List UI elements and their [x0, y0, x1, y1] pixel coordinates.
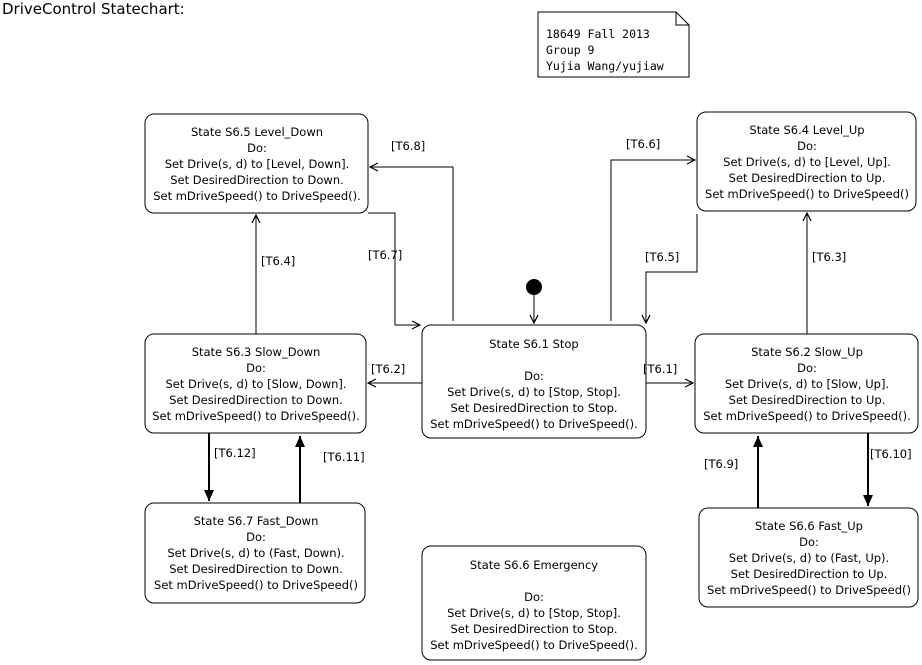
state-s66f-line-4: Set mDriveSpeed() to DriveSpeed() — [707, 583, 911, 597]
state-s66f-line-1: Do: — [799, 535, 819, 549]
state-s61-line-2: Do: — [524, 369, 544, 383]
state-s62-line-0: State S6.2 Slow_Up — [751, 345, 863, 359]
state-s67-line-0: State S6.7 Fast_Down — [194, 514, 319, 528]
state-s66f-line-0: State S6.6 Fast_Up — [755, 519, 863, 533]
state-s63-line-3: Set DesiredDirection to Down. — [169, 393, 343, 407]
state-box-fast-down — [144, 502, 366, 604]
transition-t610-label: [T6.10] — [870, 447, 912, 461]
diagram-title: DriveControl Statechart: — [2, 0, 185, 18]
state-s62-line-4: Set mDriveSpeed() to DriveSpeed(). — [703, 409, 911, 423]
note-line: Yujia Wang/yujiaw — [546, 59, 664, 73]
state-s63-line-4: Set mDriveSpeed() to DriveSpeed(). — [152, 409, 360, 423]
state-s65-line-3: Set DesiredDirection to Down. — [170, 173, 344, 187]
state-s61-line-4: Set DesiredDirection to Stop. — [450, 401, 617, 415]
state-s66f-line-2: Set Drive(s, d) to (Fast, Up). — [729, 551, 889, 565]
state-s62-line-1: Do: — [797, 361, 817, 375]
transition-t62-label: [T6.2] — [371, 362, 405, 376]
state-s63-line-1: Do: — [246, 361, 266, 375]
transition-t65-arrow — [646, 214, 698, 323]
transition-t61-label: [T6.1] — [643, 362, 677, 376]
state-s66e-line-3: Set Drive(s, d) to [Stop, Stop]. — [447, 606, 621, 620]
state-s62-line-2: Set Drive(s, d) to [Slow, Up]. — [725, 377, 889, 391]
transition-t611-label: [T6.11] — [323, 450, 365, 464]
state-s65-line-1: Do: — [247, 141, 267, 155]
state-s61-line-3: Set Drive(s, d) to [Stop, Stop]. — [447, 385, 621, 399]
transition-t69-label: [T6.9] — [704, 457, 738, 471]
state-s66f-line-3: Set DesiredDirection to Up. — [731, 567, 888, 581]
state-s65-line-4: Set mDriveSpeed() to DriveSpeed(). — [153, 189, 361, 203]
note-line: 18649 Fall 2013 — [546, 27, 650, 41]
state-s65-line-0: State S6.5 Level_Down — [191, 125, 323, 139]
transition-t612-label: [T6.12] — [214, 446, 256, 460]
initial-state-dot — [526, 279, 542, 295]
transition-t66-arrow — [610, 160, 695, 321]
note-shape — [537, 11, 690, 78]
transition-t63-label: [T6.3] — [812, 250, 846, 264]
state-s62-line-3: Set DesiredDirection to Up. — [729, 393, 886, 407]
state-box-level-down — [144, 113, 369, 214]
transition-t66-label: [T6.6] — [626, 137, 660, 151]
state-s66e-line-5: Set mDriveSpeed() to DriveSpeed(). — [430, 638, 638, 652]
transition-t65-label: [T6.5] — [645, 250, 679, 264]
state-s61-line-5: Set mDriveSpeed() to DriveSpeed(). — [430, 417, 638, 431]
transition-t68-arrow — [370, 167, 454, 321]
state-s65-line-2: Set Drive(s, d) to [Level, Down]. — [165, 157, 350, 171]
transition-t64-label: [T6.4] — [261, 254, 295, 268]
state-s61-line-0: State S6.1 Stop — [489, 337, 578, 351]
state-box-level-up — [696, 111, 917, 212]
state-s64-line-0: State S6.4 Level_Up — [749, 123, 864, 137]
state-s67-line-2: Set Drive(s, d) to (Fast, Down). — [167, 546, 344, 560]
transition-t67-label: [T6.7] — [368, 248, 402, 262]
state-box-stop — [421, 324, 647, 439]
state-s63-line-2: Set Drive(s, d) to [Slow, Down]. — [165, 377, 346, 391]
state-s67-line-1: Do: — [246, 530, 266, 544]
state-s66e-line-4: Set DesiredDirection to Stop. — [450, 622, 617, 636]
state-s64-line-2: Set Drive(s, d) to [Level, Up]. — [723, 155, 891, 169]
state-box-fast-up — [698, 507, 919, 608]
state-s67-line-3: Set DesiredDirection to Down. — [169, 562, 343, 576]
note-line: Group 9 — [546, 43, 595, 57]
state-s66e-line-0: State S6.6 Emergency — [470, 558, 598, 572]
state-s64-line-1: Do: — [797, 139, 817, 153]
state-s63-line-0: State S6.3 Slow_Down — [192, 345, 321, 359]
state-s67-line-4: Set mDriveSpeed() to DriveSpeed() — [154, 578, 358, 592]
transition-t68-label: [T6.8] — [391, 139, 425, 153]
transition-t67-arrow — [368, 212, 420, 325]
state-s66e-line-2: Do: — [524, 590, 544, 604]
state-s64-line-4: Set mDriveSpeed() to DriveSpeed() — [705, 187, 909, 201]
state-s64-line-3: Set DesiredDirection to Up. — [729, 171, 886, 185]
state-box-emergency — [421, 545, 647, 661]
